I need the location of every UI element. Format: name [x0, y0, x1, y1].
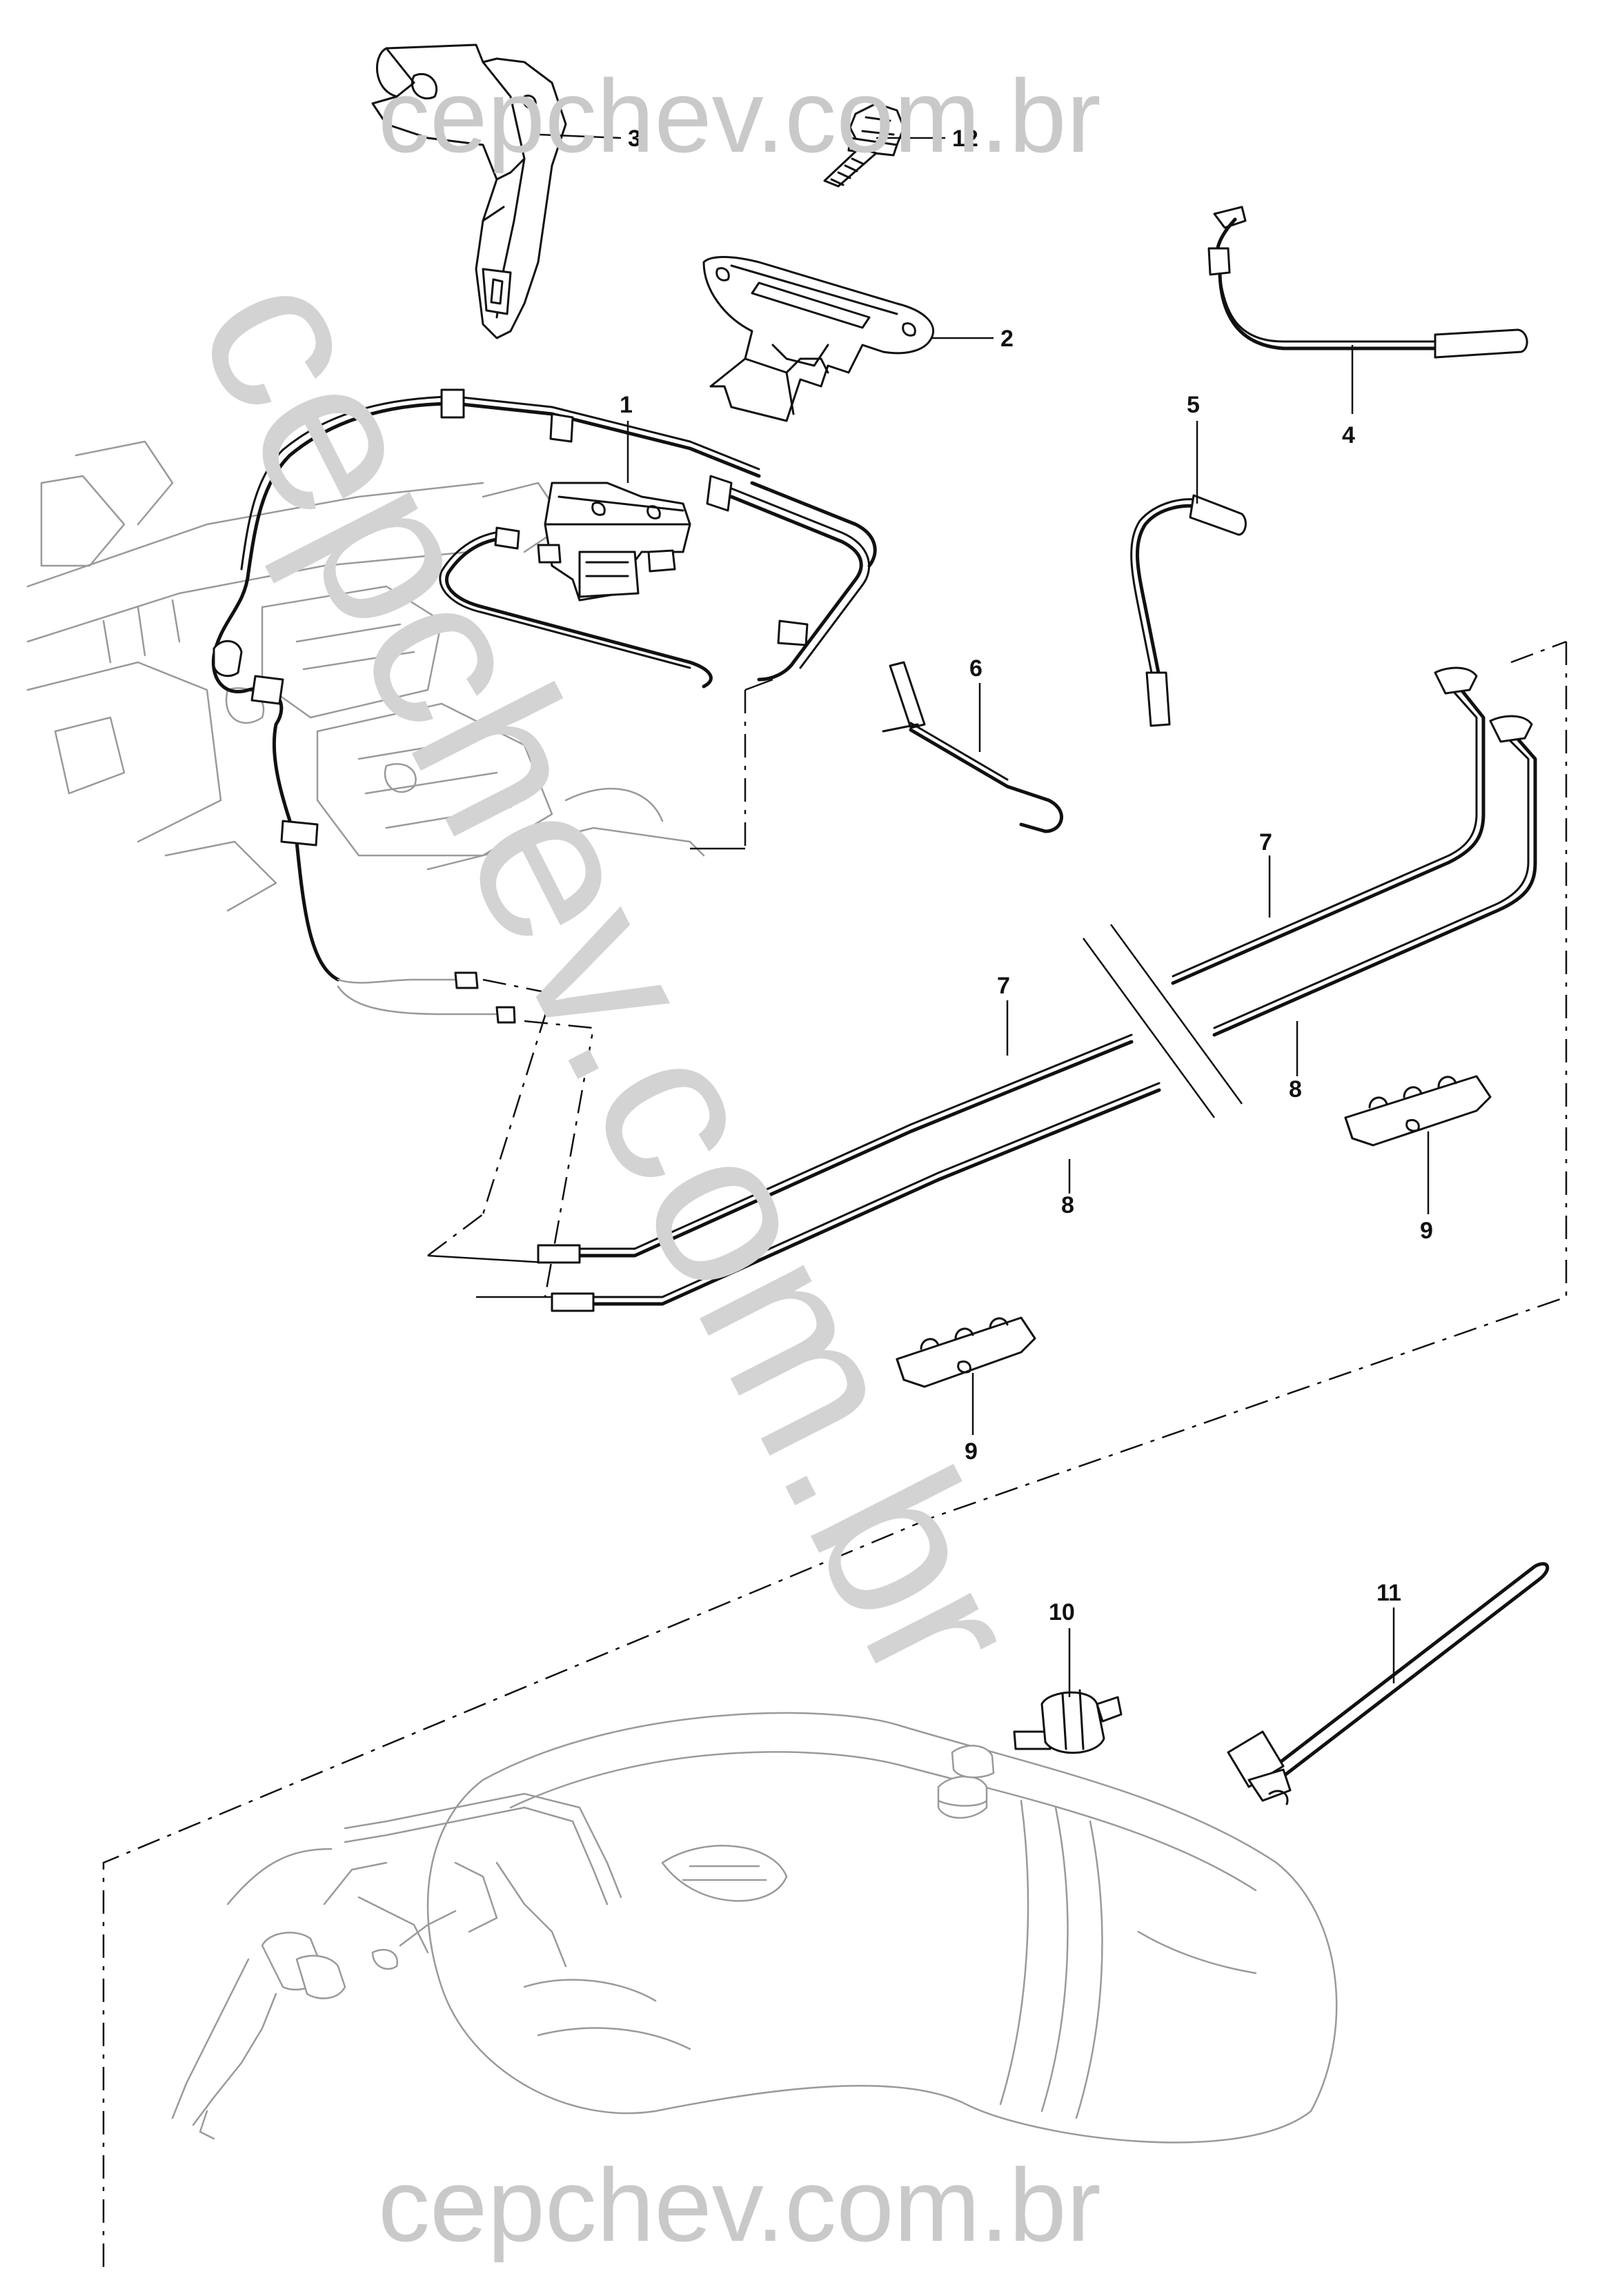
fuel-tank-context — [171, 1712, 1338, 2144]
part-9-clip-left — [896, 1316, 1036, 1388]
callout-8-left: 8 — [1061, 1192, 1074, 1218]
watermark-diagonal: cepchev.com.br — [150, 233, 1072, 1720]
callout-6: 6 — [969, 655, 983, 682]
callout-7-left: 7 — [997, 973, 1010, 999]
callout-12: 12 — [952, 126, 978, 152]
callout-7-right: 7 — [1259, 829, 1272, 855]
watermark-bottom: cepchev.com.br — [378, 2147, 1101, 2263]
watermark-top: cepchev.com.br — [378, 58, 1101, 174]
callout-4: 4 — [1342, 422, 1355, 448]
callouts: 1 2 3 4 5 6 7 7 8 8 9 9 10 11 12 — [620, 126, 1433, 1625]
part-7-8-lines — [102, 640, 1568, 2270]
part-2-plate-bracket — [702, 256, 934, 422]
callout-10: 10 — [1049, 1599, 1075, 1625]
callout-2: 2 — [1000, 326, 1014, 352]
callout-5: 5 — [1187, 392, 1200, 418]
callout-8-right: 8 — [1289, 1076, 1302, 1102]
part-5-hose — [1130, 494, 1247, 727]
callout-9-right: 9 — [1420, 1218, 1433, 1244]
leader-lines — [537, 133, 1430, 1697]
part-12-bolt — [823, 102, 905, 188]
callout-11: 11 — [1376, 1580, 1401, 1606]
callout-1: 1 — [620, 392, 633, 418]
part-6-hook-rod — [882, 661, 1063, 833]
part-3-bracket — [371, 43, 567, 339]
callout-9-left: 9 — [965, 1438, 978, 1465]
callout-3: 3 — [628, 126, 641, 152]
harness-continuation — [337, 971, 595, 1298]
part-9-clip-right — [1344, 1075, 1492, 1147]
part-10-check-valve — [1013, 1689, 1123, 1754]
part-11-hose — [1227, 1562, 1549, 1805]
part-4-hose — [1207, 206, 1528, 359]
part-1-purge-valve — [211, 388, 877, 982]
